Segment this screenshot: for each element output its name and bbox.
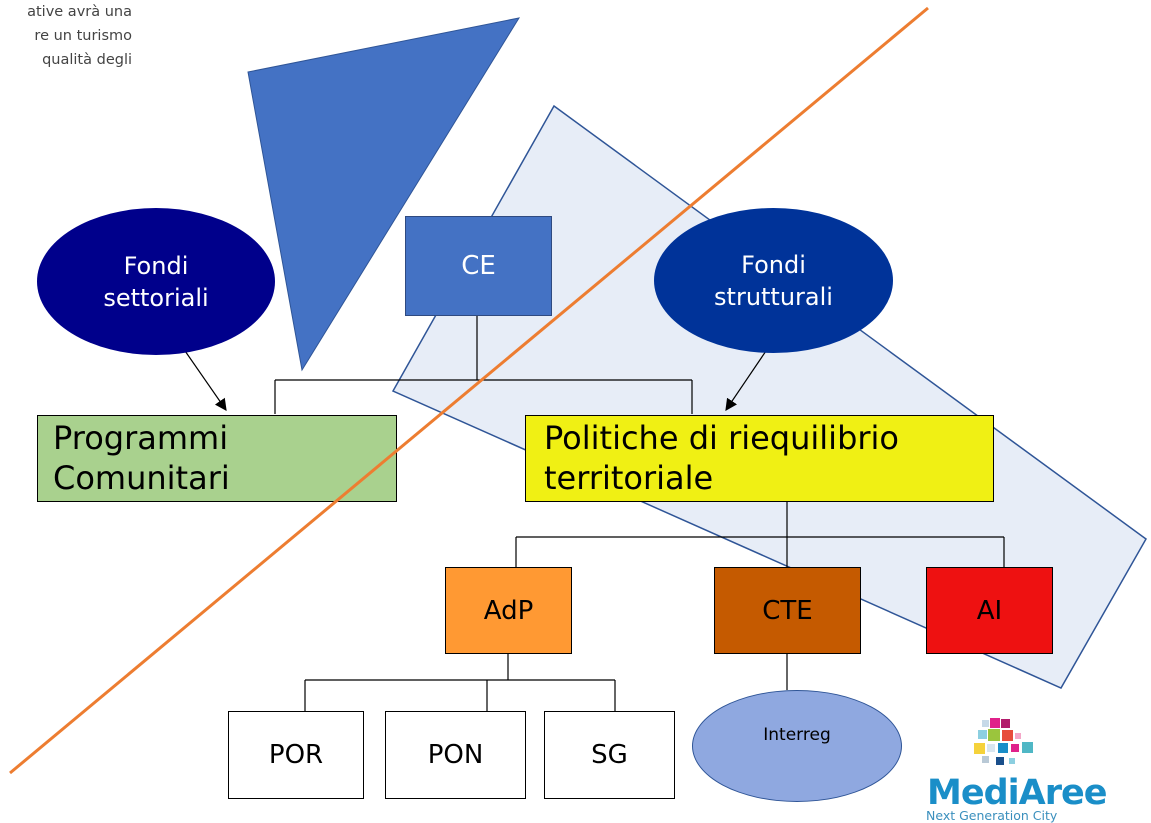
logo-pixel-mark <box>982 720 989 727</box>
blue-triangle-shape <box>247 17 521 372</box>
logo-pixel <box>987 744 995 752</box>
snippet-line: re un turismo <box>34 28 132 44</box>
interreg-node: Interreg <box>692 690 902 802</box>
ce-node: CE <box>405 216 552 316</box>
logo-pixel <box>998 743 1008 753</box>
arrow-connector <box>182 347 227 411</box>
logo-pixel <box>1002 730 1013 741</box>
logo-pixel <box>978 730 987 739</box>
logo-pixel <box>974 743 985 754</box>
politiche-riequilibrio-node: Politiche di riequilibrio territoriale <box>525 415 994 502</box>
logo-pixel <box>982 756 989 763</box>
por-node: POR <box>228 711 364 799</box>
orange-diagonal-line <box>9 6 929 775</box>
pon-node: PON <box>385 711 526 799</box>
adp-node: AdP <box>445 567 572 654</box>
mediaree-logo: MediAree Next Generation City <box>912 716 1112 823</box>
logo-brand-text: MediAree <box>927 773 1107 813</box>
cte-node: CTE <box>714 567 861 654</box>
logo-pixel <box>1009 758 1015 764</box>
logo-pixel <box>1022 742 1033 753</box>
cropped-text-snippet: ative avrà una re un turismo qualità deg… <box>0 0 132 72</box>
arrow-connector <box>725 347 769 411</box>
logo-pixel <box>988 729 1000 741</box>
sg-node: SG <box>544 711 675 799</box>
fondi-strutturali-node: Fondi strutturali <box>654 208 893 353</box>
snippet-line: ative avrà una <box>27 4 132 20</box>
logo-pixel <box>996 757 1004 765</box>
logo-tagline: Next Generation City <box>926 808 1058 823</box>
ai-node: AI <box>926 567 1053 654</box>
programmi-comunitari-node: Programmi Comunitari <box>37 415 397 502</box>
logo-pixel <box>1001 719 1010 728</box>
logo-pixel <box>1015 733 1021 739</box>
logo-pixel <box>990 718 1000 728</box>
snippet-line: qualità degli <box>42 52 132 68</box>
logo-pixel <box>1011 744 1019 752</box>
fondi-settoriali-node: Fondi settoriali <box>37 208 275 355</box>
